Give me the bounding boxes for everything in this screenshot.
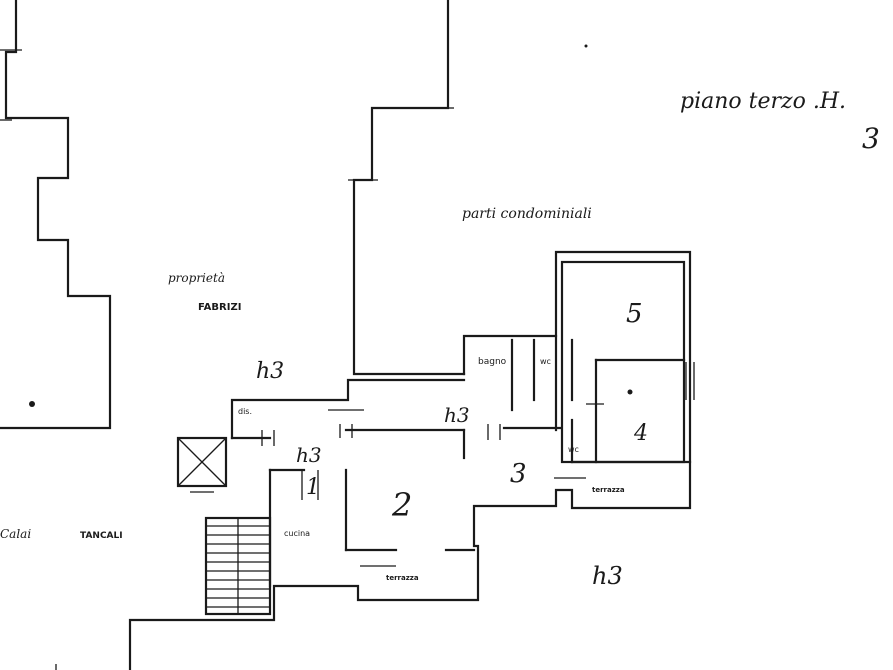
label-parti-condominiali: parti condominiali bbox=[462, 206, 592, 222]
room-label-cucina: cucina bbox=[284, 529, 310, 538]
apartment-outer-walls bbox=[128, 250, 692, 670]
room-label-wc: wc bbox=[540, 357, 551, 366]
room-label-bagno: bagno bbox=[478, 357, 507, 367]
height-mark-top: h3 bbox=[256, 359, 284, 384]
room-label-terrazza-a: terrazza bbox=[592, 486, 625, 494]
label-owner-left-b: TANCALI bbox=[80, 531, 123, 541]
door-ticks bbox=[261, 362, 695, 567]
sheet-number: 3 bbox=[862, 122, 880, 155]
room-label-wc-2: wc bbox=[568, 445, 579, 454]
height-mark-mid-a: h3 bbox=[296, 443, 322, 467]
room-number-4: 4 bbox=[633, 421, 648, 446]
room-number-3: 3 bbox=[510, 459, 527, 489]
room-number-1: 1 bbox=[306, 475, 320, 500]
room-number-2: 2 bbox=[391, 486, 412, 524]
neighbour-outline-centre bbox=[348, 0, 466, 376]
room-label-terrazza-b: terrazza bbox=[386, 574, 419, 582]
marker-dot-4 bbox=[627, 389, 633, 395]
marker-dot bbox=[29, 401, 35, 407]
marker-dot-top bbox=[584, 44, 588, 48]
height-mark-right: h3 bbox=[592, 562, 623, 590]
height-mark-mid-b: h3 bbox=[444, 403, 470, 427]
neighbour-outline-left bbox=[0, 0, 112, 430]
staircase bbox=[204, 516, 272, 616]
label-proprieta: proprietà bbox=[168, 271, 225, 285]
room-label-disimpegno: dis. bbox=[238, 407, 252, 416]
label-owner: FABRIZI bbox=[198, 302, 241, 313]
label-owner-left-a: Calai bbox=[0, 527, 31, 541]
floor-title: piano terzo .H. bbox=[680, 89, 846, 114]
lift-shaft bbox=[176, 436, 228, 493]
room-number-5: 5 bbox=[626, 299, 643, 329]
